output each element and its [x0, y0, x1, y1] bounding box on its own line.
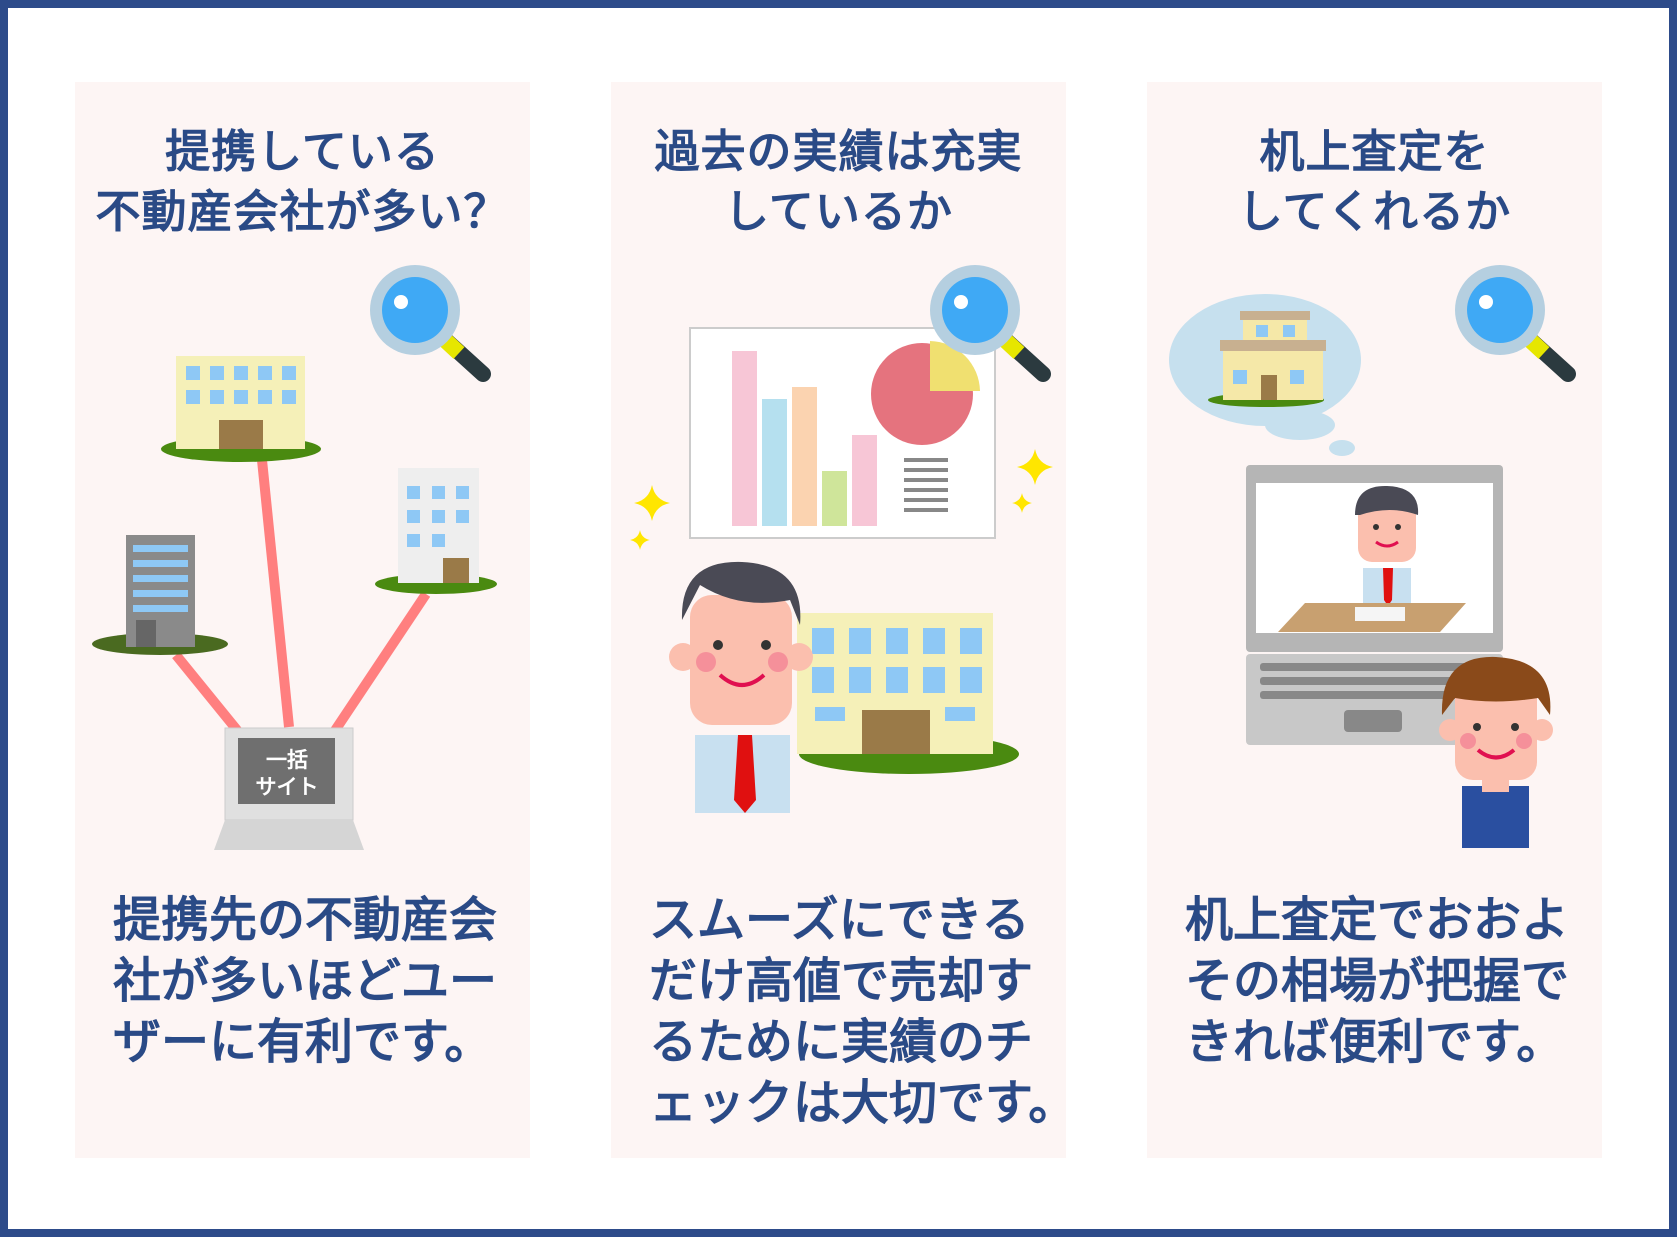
- building-icon: [375, 468, 497, 594]
- building-icon: [161, 356, 321, 462]
- laptop-label: 一括: [266, 748, 308, 772]
- partner-network-illustration: 一括 サイト: [92, 265, 497, 850]
- panel-title: 提携している不動産会社が多い？: [95, 125, 510, 238]
- house-icon: [1208, 311, 1326, 407]
- businessman-avatar: [669, 561, 813, 813]
- laptop-label: サイト: [256, 775, 319, 799]
- track-record-illustration: [630, 265, 1053, 813]
- panel-description: 机上査定でおおよその相場が把握できれば便利です。: [1185, 892, 1570, 1070]
- panel-title: 過去の実績は充実しているか: [654, 125, 1023, 238]
- panel-title: 机上査定をしてくれるか: [1237, 125, 1512, 238]
- panel-partners: 提携している不動産会社が多い？ 提携先の不動産会社が多いほどユーザーに有利です。: [75, 82, 530, 1158]
- magnifier-icon: [1455, 265, 1568, 374]
- panel-description: スムーズにできるだけ高値で売却するために実績のチェックは大切です。: [649, 892, 1077, 1131]
- sparkle-icon: [634, 485, 670, 521]
- laptop-icon: [1246, 465, 1503, 745]
- customer-avatar: [1439, 656, 1553, 848]
- sparkle-icon: [1017, 449, 1053, 485]
- panel-description: 提携先の不動産会社が多いほどユーザーに有利です。: [113, 892, 498, 1070]
- magnifier-icon: [370, 265, 483, 374]
- building-icon: [797, 613, 1019, 774]
- desk-appraisal-illustration: [1169, 265, 1568, 848]
- laptop-icon: 一括 サイト: [214, 727, 364, 850]
- office-building-icon: [92, 535, 228, 655]
